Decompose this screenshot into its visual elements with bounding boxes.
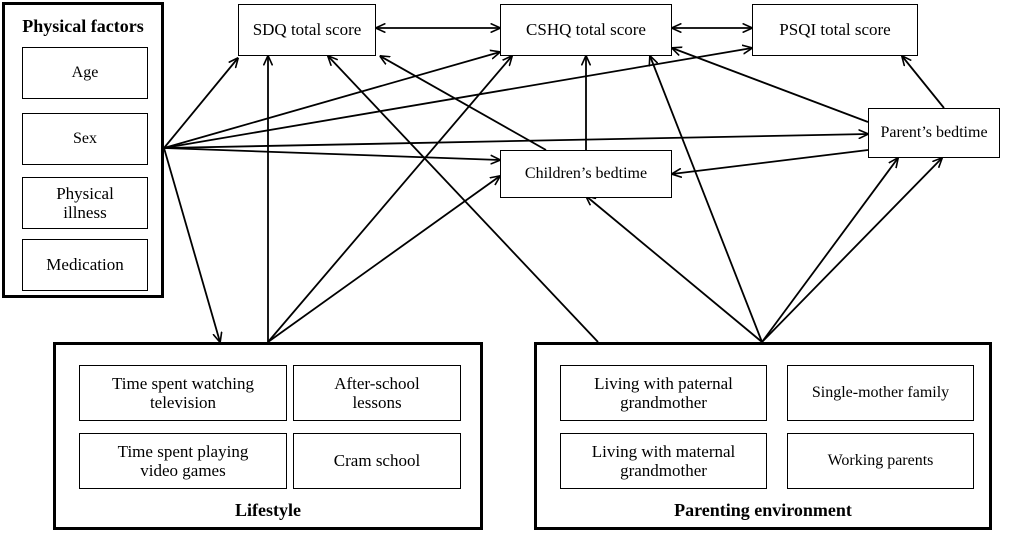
parents-bedtime-label: Parent’s bedtime <box>880 124 988 142</box>
lifestyle-item-cram-school: Cram school <box>293 433 461 489</box>
sdq-total-score-box: SDQ total score <box>238 4 376 56</box>
lifestyle-item-television: Time spent watching television <box>79 365 287 421</box>
arrow-parenting-parent-bedtime-2 <box>761 158 942 343</box>
arrow-lifestyle-children-bedtime <box>267 176 500 343</box>
physical-factor-medication-label: Medication <box>46 255 124 275</box>
lifestyle-title: Lifestyle <box>235 500 301 520</box>
psqi-total-score-label: PSQI total score <box>779 20 891 40</box>
physical-factor-age: Age <box>22 47 148 99</box>
arrow-parenting-children-bedtime <box>586 196 763 343</box>
physical-factor-physical-illness-label: Physical illness <box>56 183 114 222</box>
parenting-item-working-parents: Working parents <box>787 433 974 489</box>
lifestyle-item-cram-school-label: Cram school <box>333 451 421 471</box>
physical-factors-title: Physical factors <box>22 16 144 36</box>
arrow-parenting-sdq <box>328 56 599 343</box>
lifestyle-item-television-label: Time spent watching television <box>112 373 254 412</box>
lifestyle-item-video-games: Time spent playing video games <box>79 433 287 489</box>
parenting-environment-group: Living with paternal grandmother Single-… <box>534 342 992 530</box>
psqi-total-score-box: PSQI total score <box>752 4 918 56</box>
sdq-total-score-label: SDQ total score <box>252 20 362 40</box>
arrow-physical-lifestyle <box>163 147 220 342</box>
lifestyle-item-after-school-lessons: After-school lessons <box>293 365 461 421</box>
parenting-item-working-parents-label: Working parents <box>827 452 934 470</box>
arrow-parent-bedtime-cshq <box>672 48 869 123</box>
childrens-bedtime-label: Children’s bedtime <box>524 165 648 183</box>
parenting-item-single-mother-family-label: Single-mother family <box>811 384 950 402</box>
parenting-item-single-mother-family: Single-mother family <box>787 365 974 421</box>
arrow-physical-cshq <box>163 52 500 149</box>
parenting-environment-title: Parenting environment <box>674 500 852 520</box>
physical-factor-physical-illness: Physical illness <box>22 177 148 229</box>
arrow-physical-sdq <box>163 58 238 149</box>
parenting-item-paternal-grandmother-label: Living with paternal grandmother <box>594 373 733 412</box>
lifestyle-item-after-school-lessons-label: After-school lessons <box>334 373 420 412</box>
physical-factors-group: Physical factors Age Sex Physical illnes… <box>2 2 164 298</box>
arrow-physical-children-bedtime <box>163 147 500 160</box>
arrow-parenting-parent-bedtime-1 <box>761 158 898 343</box>
parenting-item-maternal-grandmother-label: Living with maternal grandmother <box>591 441 736 480</box>
arrow-physical-psqi <box>163 48 752 149</box>
arrow-lifestyle-cshq <box>267 56 512 343</box>
parents-bedtime-box: Parent’s bedtime <box>868 108 1000 158</box>
physical-factor-medication: Medication <box>22 239 148 291</box>
parenting-item-maternal-grandmother: Living with maternal grandmother <box>560 433 767 489</box>
arrow-parenting-cshq <box>650 56 763 343</box>
physical-factor-sex: Sex <box>22 113 148 165</box>
lifestyle-item-video-games-label: Time spent playing video games <box>117 441 249 480</box>
physical-factor-age-label: Age <box>71 64 99 82</box>
arrow-physical-parent-bedtime <box>163 134 868 149</box>
arrow-parent-bedtime-children-bedtime <box>672 149 869 174</box>
childrens-bedtime-box: Children’s bedtime <box>500 150 672 198</box>
arrow-parent-bedtime-psqi <box>902 56 945 109</box>
cshq-total-score-label: CSHQ total score <box>526 20 646 40</box>
lifestyle-group: Time spent watching television After-sch… <box>53 342 483 530</box>
physical-factor-sex-label: Sex <box>73 130 97 148</box>
cshq-total-score-box: CSHQ total score <box>500 4 672 56</box>
parenting-item-paternal-grandmother: Living with paternal grandmother <box>560 365 767 421</box>
arrow-children-bedtime-sdq <box>380 56 547 151</box>
